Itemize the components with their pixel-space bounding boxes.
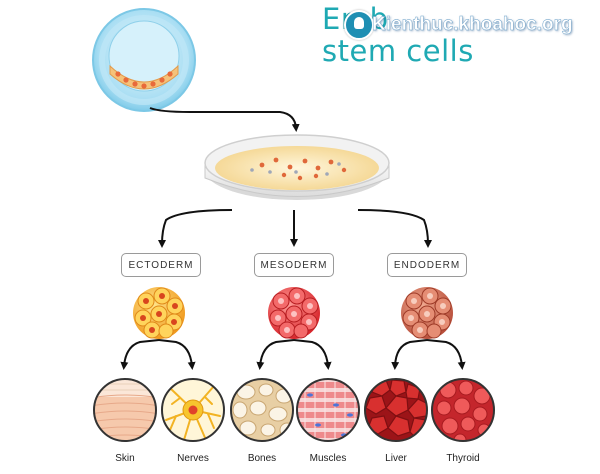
- label-nerves: Nerves: [177, 453, 209, 464]
- label-mesoderm: MESODERM: [254, 253, 334, 277]
- label-skin: Skin: [115, 453, 135, 464]
- label-thyroid: Thyroid: [446, 453, 480, 464]
- arrow-mesoderm-to-bones: [256, 339, 295, 370]
- nerves-tissue-circle: [161, 378, 225, 442]
- mesoderm-cell-cluster: [268, 287, 320, 339]
- arrow-mesoderm-to-muscles: [293, 339, 332, 370]
- ectoderm-cell-cluster: [133, 287, 185, 339]
- bulb-icon: [344, 10, 374, 40]
- petri-dish: [204, 134, 390, 200]
- liver-tissue-circle: [364, 378, 428, 442]
- arrow-endoderm-to-thyroid: [426, 339, 466, 370]
- skin-tissue-circle: [93, 378, 157, 442]
- endoderm-cell-cluster: [401, 287, 453, 339]
- watermark-text: Kienthuc.khoahoc.org: [372, 14, 573, 35]
- thyroid-tissue-circle: [431, 378, 495, 442]
- title-line-2: stem cells: [322, 34, 474, 68]
- arrow-dish-to-endoderm: [357, 209, 432, 248]
- label-endoderm: ENDODERM: [387, 253, 467, 277]
- label-liver: Liver: [385, 453, 407, 464]
- arrow-dish-to-ectoderm: [158, 209, 233, 248]
- arrow-ectoderm-to-nerves: [158, 339, 196, 370]
- arrow-ectoderm-to-skin: [120, 339, 160, 370]
- arrow-blastocyst-to-dish: [149, 107, 300, 132]
- muscles-tissue-circle: [296, 378, 360, 442]
- label-ectoderm: ECTODERM: [121, 253, 201, 277]
- bones-tissue-circle: [230, 378, 294, 442]
- blastocyst: [92, 8, 196, 112]
- label-muscles: Muscles: [309, 453, 347, 464]
- label-bones: Bones: [247, 453, 277, 464]
- arrow-endoderm-to-liver: [391, 339, 428, 370]
